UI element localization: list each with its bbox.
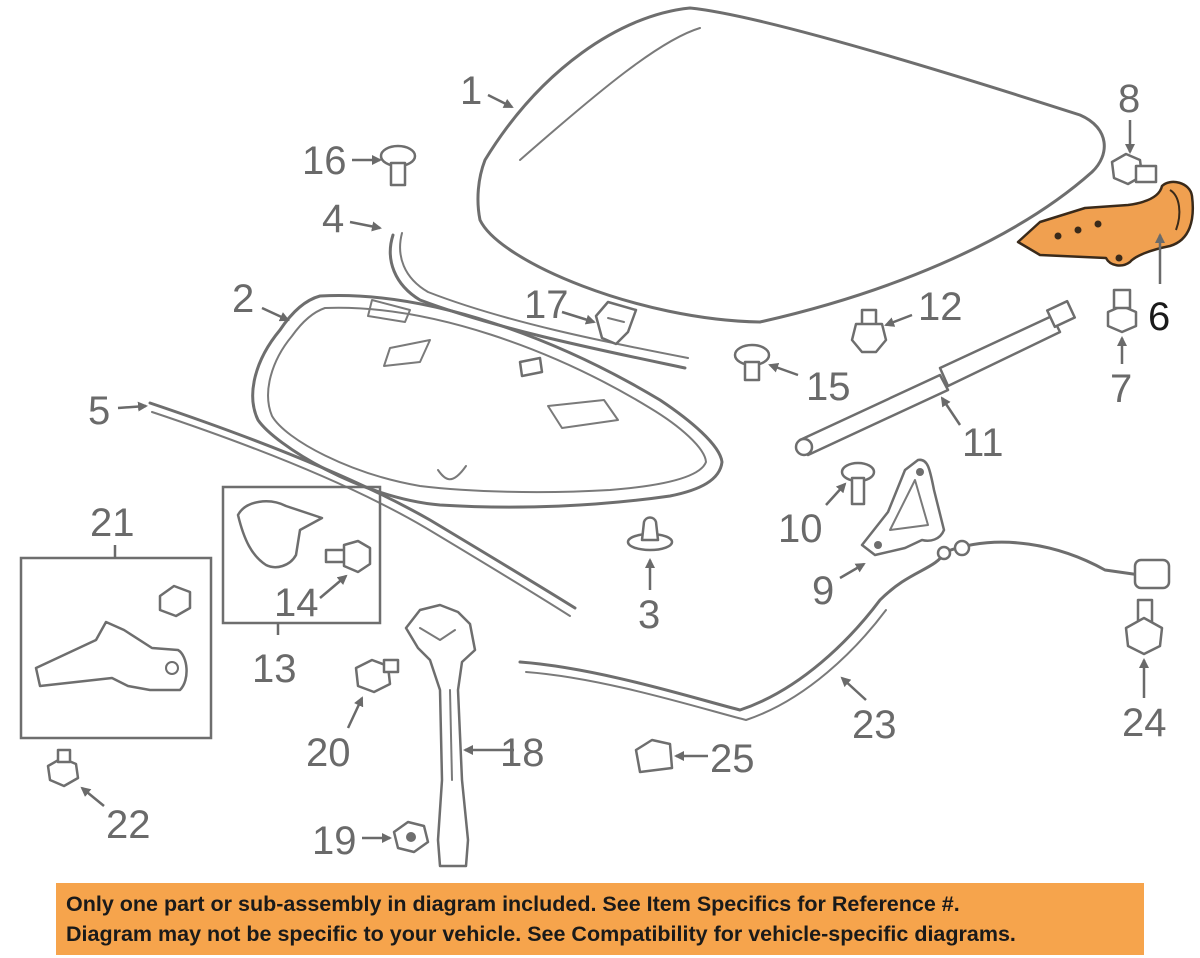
callout-16: 16 [302, 139, 347, 183]
part-16-bumper [379, 144, 417, 187]
callout-8: 8 [1118, 77, 1140, 121]
callout-22: 22 [106, 803, 151, 847]
parts-diagram: 1 2 3 4 5 6 7 8 9 10 11 12 13 14 15 16 1… [19, 6, 1194, 868]
callout-25: 25 [710, 737, 755, 781]
callout-12: 12 [918, 285, 963, 329]
callout-15: 15 [806, 365, 851, 409]
callout-14: 14 [274, 581, 319, 625]
callout-11: 11 [962, 421, 1004, 465]
part-12-clip [850, 308, 888, 354]
part-4-seal [388, 232, 689, 378]
part-1-hood [476, 6, 1106, 324]
part-20-bolt [354, 658, 400, 694]
callout-7: 7 [1110, 367, 1132, 411]
callout-9: 9 [812, 569, 834, 613]
part-5-seal [148, 401, 577, 617]
part-2-insulator [251, 294, 724, 509]
part-3-clip [626, 516, 674, 552]
part-25-clip [634, 738, 674, 774]
part-11-strut [794, 299, 1077, 457]
part-6-hood-hinge [1016, 180, 1194, 267]
part-10-bolt [840, 461, 876, 506]
part-9-bracket [860, 458, 946, 557]
callout-4: 4 [322, 197, 344, 241]
callout-21: 21 [90, 501, 135, 545]
disclaimer-line-2: Diagram may not be specific to your vehi… [66, 922, 1016, 946]
callout-20: 20 [306, 731, 351, 775]
callout-10: 10 [778, 507, 823, 551]
callout-labels: 1 2 3 4 5 6 7 8 9 10 11 12 13 14 15 16 1… [88, 69, 1170, 863]
disclaimer-banner: Only one part or sub-assembly in diagram… [56, 883, 1144, 955]
part-13-box [221, 485, 382, 625]
callout-24: 24 [1122, 701, 1167, 745]
part-24-clip [1124, 598, 1164, 656]
leader-lines [80, 93, 1165, 843]
callout-1: 1 [460, 69, 482, 113]
callout-13: 13 [252, 647, 297, 691]
callout-3: 3 [638, 593, 660, 637]
callout-5: 5 [88, 389, 110, 433]
callout-19: 19 [312, 819, 357, 863]
callout-2: 2 [232, 277, 254, 321]
part-7-bolt [1106, 288, 1138, 334]
part-17-clip [594, 300, 638, 346]
callout-17: 17 [524, 283, 569, 327]
callout-6-highlighted: 6 [1148, 295, 1170, 339]
disclaimer-line-1: Only one part or sub-assembly in diagram… [66, 892, 960, 916]
part-22-bolt [46, 748, 80, 788]
part-19-nut [392, 820, 430, 854]
part-18-latch [404, 603, 477, 868]
part-15-bumper [733, 343, 771, 382]
part-14-bolt [324, 539, 372, 574]
part-23-cable [518, 539, 1171, 721]
callout-23: 23 [852, 703, 897, 747]
callout-18: 18 [500, 731, 545, 775]
part-8-bolt [1110, 152, 1158, 186]
part-21-box [19, 556, 213, 740]
